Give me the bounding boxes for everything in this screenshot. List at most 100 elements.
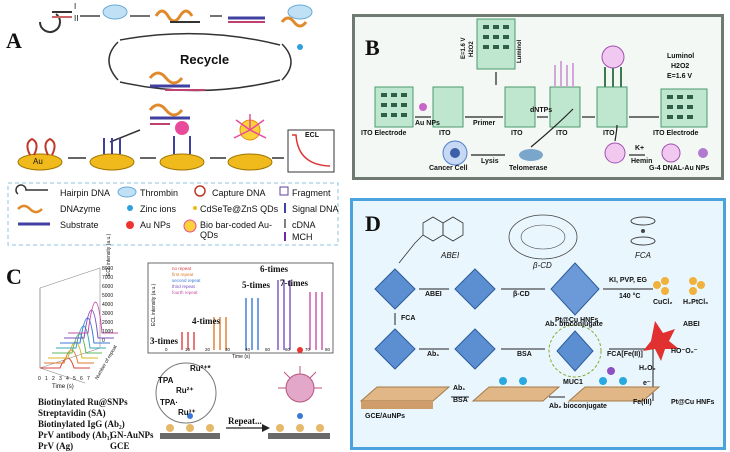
inset-xtick: 60 (285, 347, 291, 352)
c-species-3: Biotinylated IgG (Ab₂) (38, 419, 125, 429)
b-cancer-cell: Cancer Cell (429, 165, 468, 172)
d-kl-pvp: KI, PVP, EG (609, 277, 647, 284)
d-abei-small: ABEI (425, 291, 442, 298)
d-bcd-small: β-CD (513, 291, 530, 298)
c-3d-xlabel: Time (s) (52, 384, 74, 390)
b-e-right: E=1.6 V (667, 73, 693, 80)
panel-c-letter: C (6, 264, 22, 289)
legend-mch: MCH (292, 232, 313, 242)
inset-xtick: 0 (165, 347, 168, 352)
c-species-5: PrV (Ag) (38, 441, 74, 451)
d-pt-cu-right: Pt@Cu HNFs (671, 399, 715, 406)
b-ito-3: ITO (556, 130, 568, 137)
c-cycle-ru: Ru²⁺ (176, 386, 194, 395)
d-ho-o: HO⁻O₂⁻ (671, 348, 698, 355)
d-abei-structure-label: ABEI (441, 251, 460, 260)
panel-d-artwork (359, 214, 705, 409)
panel-a-artwork (7, 4, 339, 246)
inset-legend-item: third repeat (172, 284, 195, 289)
inset-xtick: 10 (185, 347, 191, 352)
panel-c-artwork (39, 262, 334, 439)
panel-c: C ECL intensity (a.u.) Time (s) Number o… (0, 234, 345, 452)
b-primer: Primer (473, 120, 496, 127)
panel-b-letter: B (365, 35, 380, 60)
c-3d-xtick: 2 (52, 376, 55, 382)
c-cycle-ru3: Ru³⁺ (178, 408, 196, 417)
d-bcd-structure-label: β-CD (533, 261, 552, 270)
waterfall-curve (48, 341, 98, 359)
d-muc1: MUC1 (563, 379, 583, 386)
c-3d-xtick: 0 (38, 376, 41, 382)
c-species-2: Streptavidin (SA) (38, 408, 106, 418)
d-ab1-b: Ab₁ (453, 385, 466, 392)
c-3d-ytick: 3000 (102, 311, 114, 317)
au-electrode-label: Au (33, 157, 43, 166)
b-lysis: Lysis (481, 158, 499, 165)
c-cycle-tpa-dot: TPA· (160, 398, 179, 407)
d-fca-small: FCA (401, 315, 416, 322)
inset-xtick: 70 (305, 347, 311, 352)
c-3d-xtick: 1 (45, 376, 48, 382)
ecl-box-label: ECL (305, 132, 319, 139)
waterfall-curve (68, 301, 118, 334)
d-gce: GCE/AuNPs (365, 413, 406, 420)
d-h2o2: H₂O₂ (639, 365, 656, 372)
legend-signal: Signal DNA (292, 204, 339, 214)
c-cycle-ru-star: Ru²⁺* (190, 364, 211, 373)
b-k-plus: K+ (635, 145, 645, 152)
c-species-6: GN-AuNPs (110, 430, 154, 440)
d-h2ptcl6: H₂PtCl₆ (683, 299, 709, 306)
inset-xtick: 30 (225, 347, 231, 352)
waterfall-curve (44, 349, 94, 364)
legend-thrombin: Thrombin (140, 188, 179, 198)
panel-a-letter: A (6, 28, 22, 53)
b-ito-electrode-left: ITO Electrode (361, 130, 407, 137)
d-ab1-bioconjugate: Ab₁ bioconjugate (545, 321, 603, 328)
legend-fragment: Fragment (292, 188, 331, 198)
c-inset-ylabel: ECL intensity (a.u.) (151, 283, 157, 326)
d-pt-cu: Pt@Cu HNFs (555, 317, 599, 324)
c-3d-ytick: 2000 (102, 320, 114, 326)
d-fca-structure-label: FCA (635, 251, 651, 260)
c-3d-xtick: 6 (80, 376, 83, 382)
legend-hairpin: Hairpin DNA (60, 188, 111, 198)
c-species-7: GCE (110, 441, 130, 451)
d-ab1: Ab₁ (427, 351, 440, 358)
c-3d-xtick: 3 (59, 376, 62, 382)
b-ito-2: ITO (511, 130, 523, 137)
c-3d-ytick: 5000 (102, 293, 114, 299)
legend-capture: Capture DNA (212, 188, 266, 198)
d-temp: 140 °C (619, 293, 641, 300)
panel-b-artwork (374, 18, 708, 166)
c-species-1: Biotinylated Ru@SNPs (38, 397, 128, 407)
inset-peak-label: 3-times (150, 336, 178, 346)
c-cycle-tpa: TPA (158, 376, 174, 385)
b-dntps: dNTPs (530, 107, 553, 114)
legend-zinc: Zinc ions (140, 204, 177, 214)
b-hemin: Hemin (631, 158, 653, 165)
c-3d-ytick: 7000 (102, 275, 114, 281)
inset-peak-label: 5-times (242, 280, 270, 290)
c-species-4: PrV antibody (Ab₁) (38, 430, 113, 440)
inset-legend-item: no repeat (172, 266, 192, 271)
b-luminol-vertical: Luminol (517, 39, 523, 63)
panel-a: A (0, 0, 345, 250)
c-3d-xtick: 5 (73, 376, 76, 382)
c-3d-xtick: 7 (87, 376, 90, 382)
c-inset-xlabel: Time (s) (232, 354, 251, 360)
inset-xtick: 40 (245, 347, 251, 352)
legend-cdna: cDNA (292, 220, 316, 230)
d-cucl2: CuCl₂ (653, 299, 673, 306)
recycle-label: Recycle (180, 52, 230, 67)
b-luminol-right: Luminol (667, 53, 695, 60)
panel-b: B (352, 14, 724, 180)
hairpin-mark-1: I (74, 2, 77, 11)
b-g4-dnal: G-4 DNAL-Au NPs (649, 165, 710, 172)
d-abei-right: ABEI (683, 321, 700, 328)
b-telomerase: Telomerase (509, 165, 548, 172)
legend-dnazyme: DNAzyme (60, 204, 101, 214)
legend-substrate: Substrate (60, 220, 99, 230)
panel-d: D (350, 198, 726, 450)
hairpin-mark-2: II (74, 14, 79, 23)
inset-legend-item: first repeat (172, 272, 194, 277)
